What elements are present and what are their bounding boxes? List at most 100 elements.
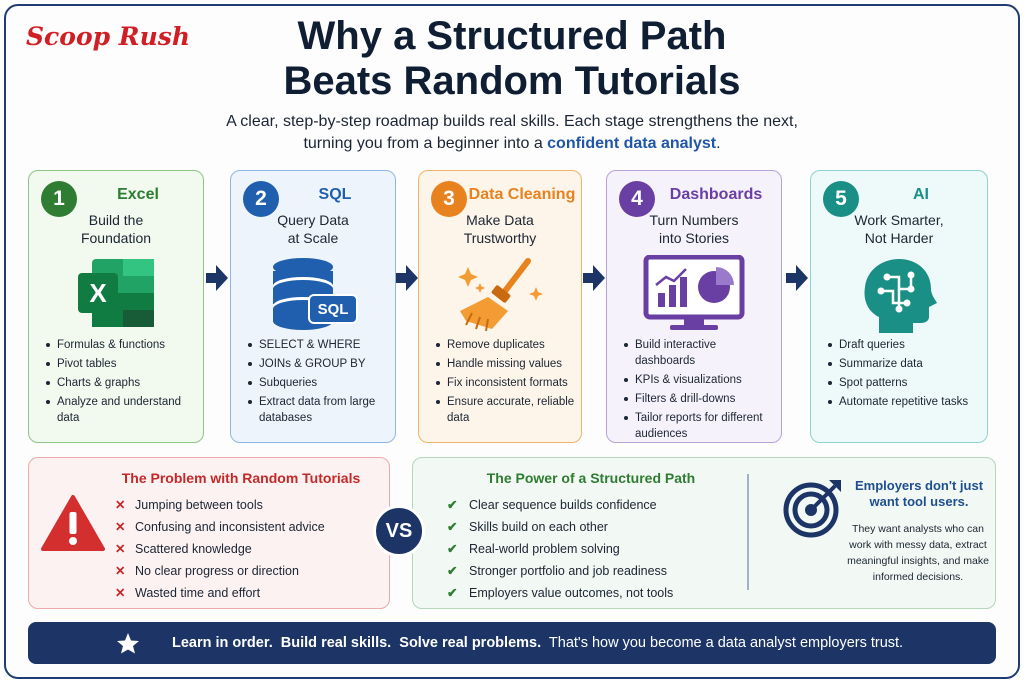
list-item: ✕ No clear progress or direction: [115, 563, 325, 579]
list-item: Subqueries: [247, 375, 389, 391]
problem-item-text: No clear progress or direction: [135, 564, 299, 578]
stage-number-badge: 2: [243, 181, 279, 217]
stage-description: Build the Foundation: [33, 211, 199, 247]
list-item: ✔ Skills build on each other: [447, 519, 673, 535]
right-arrow-icon: [583, 265, 605, 291]
stage-desc-line-2: Not Harder: [864, 230, 934, 246]
list-item: Analyze and understand data: [45, 394, 197, 426]
power-item-text: Clear sequence builds confidence: [469, 498, 657, 512]
stage-desc-line-1: Turn Numbers: [649, 212, 739, 228]
stage-card-ai: 5 AI Work Smarter, Not Harder Draft quer…: [810, 170, 988, 443]
warning-icon: [41, 494, 105, 557]
employers-heading: Employers don't just want tool users.: [854, 478, 984, 509]
stage-desc-line-1: Make Data: [466, 212, 534, 228]
list-item: Automate repetitive tasks: [827, 394, 981, 410]
star-icon: [117, 633, 139, 654]
stage-desc-line-2: Trustworthy: [463, 230, 537, 246]
list-item: Build interactive dashboards: [623, 337, 775, 369]
stage-name: AI: [913, 186, 929, 203]
power-item-text: Skills build on each other: [469, 520, 608, 534]
stage-desc-line-2: into Stories: [658, 230, 730, 246]
stage-desc-line-2: at Scale: [287, 230, 339, 246]
right-arrow-icon: [786, 265, 808, 291]
database-icon: SQL: [265, 255, 361, 331]
footer-bold-1: Learn in order.: [172, 635, 273, 651]
check-mark-icon: ✔: [447, 586, 458, 600]
stage-card-data-cleaning: 3 Data Cleaning Make Data Trustworthy Re…: [418, 170, 582, 443]
vs-badge: VS: [373, 505, 425, 557]
list-item: Tailor reports for different audiences: [623, 410, 775, 442]
stage-description: Make Data Trustworthy: [423, 211, 577, 247]
power-panel: The Power of a Structured Path ✔Clear se…: [412, 457, 996, 609]
list-item: Pivot tables: [45, 356, 197, 372]
list-item: JOINs & GROUP BY: [247, 356, 389, 372]
excel-icon: X: [74, 255, 158, 336]
list-item: ✔Real-world problem solving: [447, 541, 673, 557]
footer-banner: Learn in order. Build real skills. Solve…: [28, 622, 996, 664]
stage-number-badge: 1: [41, 181, 77, 217]
x-mark-icon: ✕: [115, 564, 126, 578]
stage-card-dashboards: 4 Dashboards Turn Numbers into Stories B…: [606, 170, 782, 443]
monitor-chart-icon: [642, 254, 746, 338]
list-item: ✔ Clear sequence builds confidence: [447, 497, 673, 513]
list-item: Filters & drill-downs: [623, 391, 775, 407]
stage-number-badge: 3: [431, 181, 467, 217]
stage-items: Draft queries Summarize data Spot patter…: [827, 337, 981, 413]
list-item: Draft queries: [827, 337, 981, 353]
broom-icon: [452, 255, 548, 338]
x-mark-icon: ✕: [115, 520, 126, 534]
list-item: ✕ Confusing and inconsistent advice: [115, 519, 325, 535]
x-mark-icon: ✕: [115, 542, 126, 556]
stage-desc-line-1: Build the: [88, 212, 144, 228]
list-item: Handle missing values: [435, 356, 575, 372]
stage-desc-line-2: Foundation: [80, 230, 152, 246]
list-item: Charts & graphs: [45, 375, 197, 391]
stage-items: Remove duplicates Handle missing values …: [435, 337, 575, 429]
brand-logo: Scoop Rush: [26, 22, 191, 51]
stage-card-excel: 1 Excel Build the Foundation X Formulas …: [28, 170, 204, 443]
subtitle-prefix: turning you from a beginner into a: [303, 135, 548, 152]
ai-head-icon: [857, 255, 941, 340]
stage-name: Excel: [117, 186, 159, 203]
list-item: Ensure accurate, reliable data: [435, 394, 575, 426]
x-mark-icon: ✕: [115, 586, 126, 600]
stage-name: SQL: [318, 186, 352, 203]
list-item: Remove duplicates: [435, 337, 575, 353]
list-item: ✕ Jumping between tools: [115, 497, 325, 513]
stage-description: Query Data at Scale: [235, 211, 391, 247]
problem-title: The Problem with Random Tutorials: [121, 470, 361, 486]
footer-bold-3: Solve real problems.: [399, 635, 542, 651]
stage-description: Turn Numbers into Stories: [611, 211, 777, 247]
page-title: Why a Structured Path Beats Random Tutor…: [200, 14, 824, 104]
problem-item-text: Confusing and inconsistent advice: [135, 520, 325, 534]
check-mark-icon: ✔: [447, 520, 458, 534]
list-item: KPIs & visualizations: [623, 372, 775, 388]
stage-name: Dashboards: [669, 186, 763, 203]
problem-panel: The Problem with Random Tutorials ✕ Jumpi…: [28, 457, 390, 609]
list-item: Summarize data: [827, 356, 981, 372]
problem-item-text: Jumping between tools: [135, 498, 263, 512]
problem-list: ✕ Jumping between tools ✕ Confusing and in…: [115, 497, 325, 607]
check-mark-icon: ✔: [447, 498, 458, 512]
footer-text: Learn in order. Build real skills. Solve…: [172, 635, 903, 651]
power-item-text: Employers value outcomes, not tools: [469, 586, 674, 600]
stage-items: Formulas & functions Pivot tables Charts…: [45, 337, 197, 429]
footer-bold-2: Build real skills.: [280, 635, 392, 651]
subtitle-highlight: confident data analyst: [547, 135, 717, 152]
check-mark-icon: ✔: [447, 542, 458, 556]
stage-number-badge: 5: [823, 181, 859, 217]
subtitle-line-1: A clear, step-by-step roadmap builds rea…: [226, 113, 798, 130]
title-line-1: Why a Structured Path: [297, 14, 727, 58]
list-item: SELECT & WHERE: [247, 337, 389, 353]
x-mark-icon: ✕: [115, 498, 126, 512]
list-item: ✔ Employers value outcomes, not tools: [447, 585, 673, 601]
footer-rest: That's how you become a data analyst emp…: [548, 635, 904, 651]
target-icon: [783, 476, 845, 543]
list-item: Spot patterns: [827, 375, 981, 391]
stage-number-badge: 4: [619, 181, 655, 217]
sql-icon-label: SQL: [317, 301, 349, 318]
stage-items: SELECT & WHERE JOINs & GROUP BY Subqueri…: [247, 337, 389, 429]
title-line-2: Beats Random Tutorials: [283, 59, 741, 103]
svg-text:X: X: [89, 278, 107, 308]
subtitle-suffix: .: [716, 135, 721, 152]
